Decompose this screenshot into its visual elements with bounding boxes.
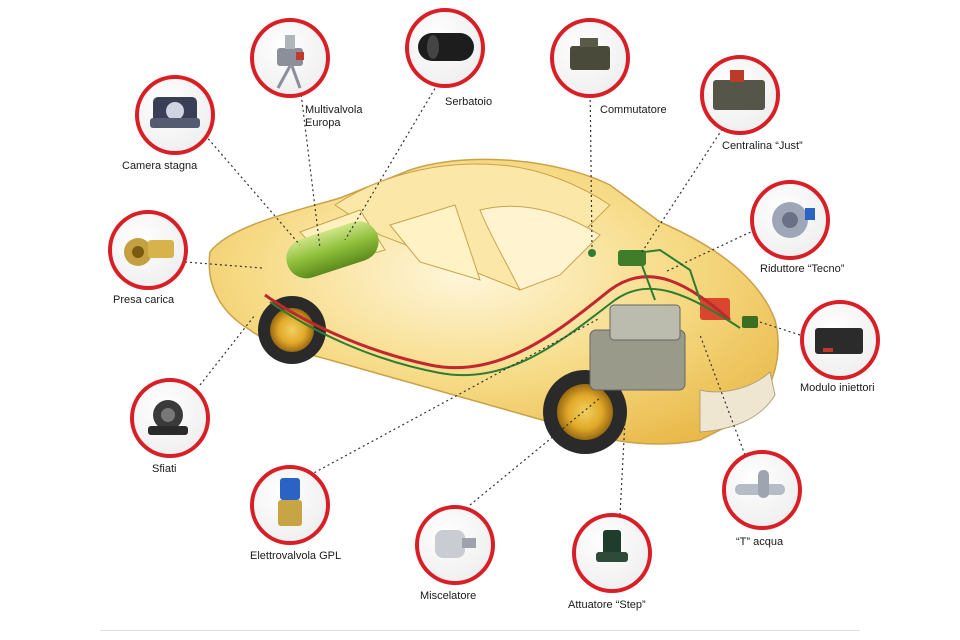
iniettori-unit [742,316,758,328]
label-modulo-iniettori: Modulo iniettori [800,382,875,394]
disc-riduttore [750,180,830,260]
label-presa-carica: Presa carica [113,294,175,306]
label-elettrovalvola: Elettrovalvola GPL [250,550,342,562]
leader-t-acqua [699,334,746,456]
label-sfiati: Sfiati [152,463,177,475]
front-bumper [699,371,776,433]
label-multivalvola: Multivalvola Europa [305,104,363,129]
leader-commutatore [589,79,593,251]
label-centralina: Centralina “Just” [722,140,803,152]
front-wheel-rim [557,384,613,440]
red-pipe [264,275,731,370]
disc-serbatoio [405,8,485,88]
rear-wheel-rim [270,308,314,352]
label-riduttore: Riduttore “Tecno” [760,263,845,275]
car-illustration [208,158,779,454]
disc-modulo-iniettori [800,300,880,380]
lpg-tank [286,221,379,279]
windshield [479,205,601,291]
leader-multivalvola [299,84,321,249]
leader-riduttore [664,229,756,273]
leader-attuatore [619,419,626,516]
disc-miscelatore [415,505,495,585]
leader-miscelatore [469,397,601,506]
leader-lines [184,79,801,516]
label-attuatore: Attuatore “Step” [568,599,646,611]
disc-t-acqua [722,450,802,530]
leader-centralina [639,124,726,256]
disc-camera-stagna [135,75,215,155]
green-pipe [269,287,741,377]
leader-camera-stagna [204,134,301,246]
label-miscelatore: Miscelatore [420,590,477,602]
disc-centralina [700,55,780,135]
disc-presa-carica [108,210,188,290]
leader-sfiati [199,314,256,386]
disc-commutatore [550,18,630,98]
disc-multivalvola [250,18,330,98]
commutatore-unit [588,249,596,257]
label-serbatoio: Serbatoio [445,96,493,108]
label-t-acqua: “T” acqua [736,536,784,548]
centralina-unit [618,250,646,266]
side-window [389,204,481,281]
disc-elettrovalvola [250,465,330,545]
label-commutatore: Commutatore [600,104,667,116]
leader-modulo-iniettori [759,321,801,336]
disc-attuatore [572,513,652,593]
bottom-divider [100,630,860,631]
leader-serbatoio [344,79,441,241]
engine-block [589,298,730,391]
label-camera-stagna: Camera stagna [122,160,198,172]
disc-sfiati [130,378,210,458]
